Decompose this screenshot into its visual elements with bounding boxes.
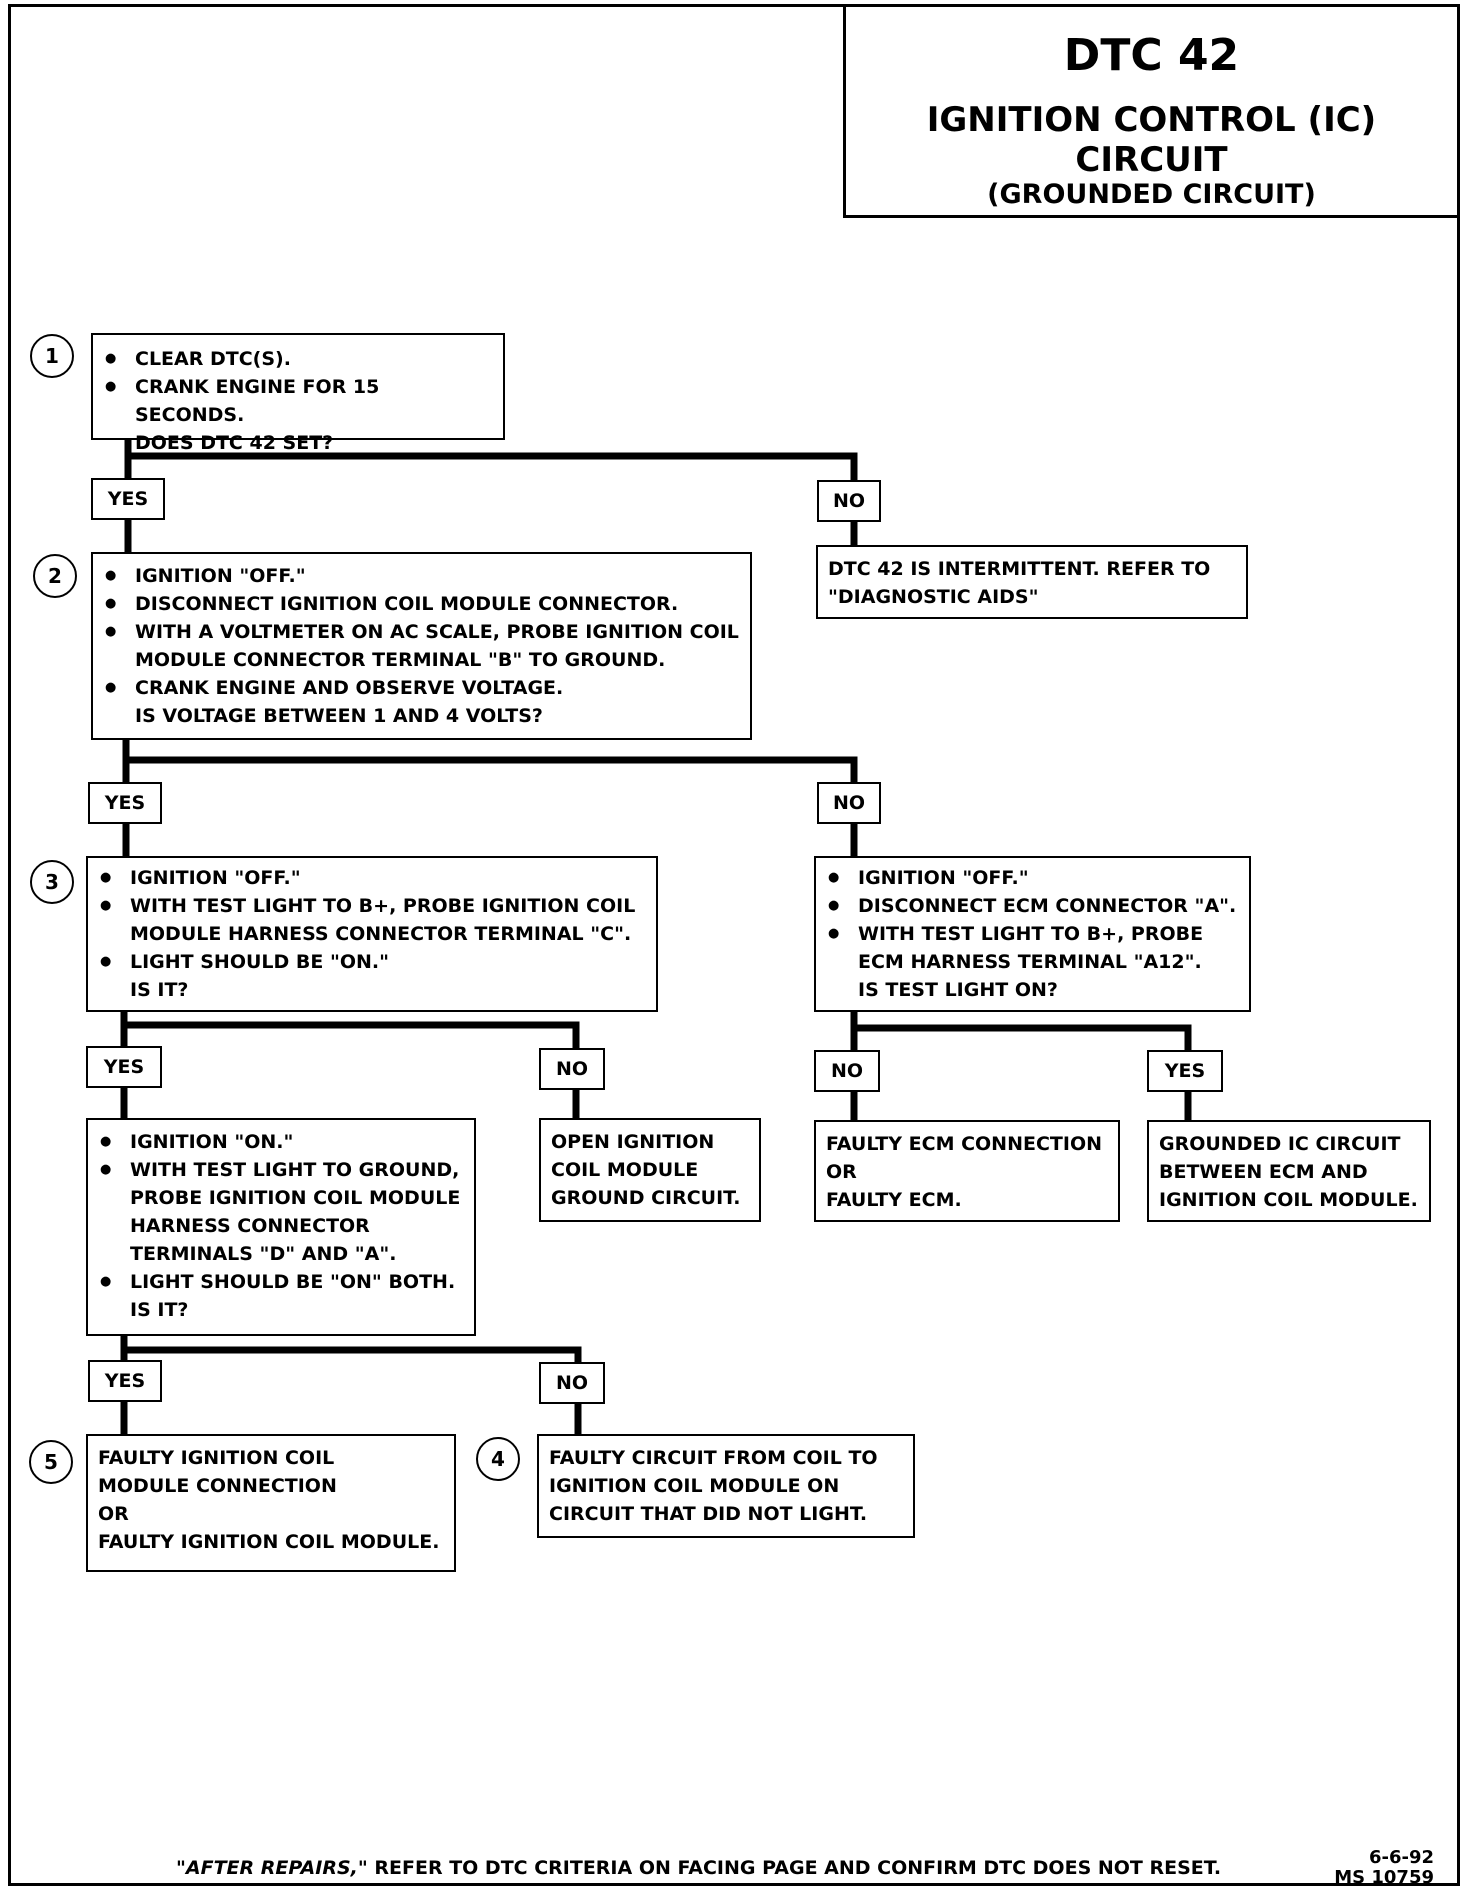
step-2-box: IGNITION "OFF." DISCONNECT IGNITION COIL…	[91, 552, 752, 740]
step-number-1: 1	[30, 334, 74, 378]
step-number-2: 2	[33, 554, 77, 598]
step-1-box: CLEAR DTC(s). CRANK ENGINE FOR 15 SECOND…	[91, 333, 505, 454]
step-number-5: 5	[29, 1440, 73, 1484]
s1-no-result-box: DTC 42 IS INTERMITTENT. REFER TO "DIAGNO…	[816, 545, 1248, 619]
s2-no-label: NO	[817, 782, 881, 824]
connector-s2-no	[122, 756, 858, 786]
ecm-check-bullet: DISCONNECT ECM CONNECTOR "A".	[824, 892, 1241, 920]
step-4-text: FAULTY CIRCUIT FROM COIL TO IGNITION COI…	[549, 1447, 878, 1525]
ecm-no-result-line: FAULTY ECM CONNECTION	[826, 1133, 1102, 1155]
s3-no-result-box: OPEN IGNITION COIL MODULE GROUND CIRCUIT…	[539, 1118, 761, 1222]
step-2-bullet: CRANK ENGINE AND OBSERVE VOLTAGE.	[101, 674, 740, 702]
connector-ecm-yes	[850, 1024, 1192, 1054]
page-frame	[8, 4, 1460, 1886]
ecm-check-question: IS TEST LIGHT ON?	[858, 979, 1058, 1001]
step-4-box: FAULTY CIRCUIT FROM COIL TO IGNITION COI…	[537, 1434, 915, 1538]
step-2-bullet: IGNITION "OFF."	[101, 562, 740, 590]
final-check-box: IGNITION "ON." WITH TEST LIGHT TO GROUND…	[86, 1118, 476, 1336]
s1-yes-label: YES	[91, 478, 165, 520]
connector-final-no	[120, 1346, 582, 1364]
step-3-bullet: LIGHT SHOULD BE "ON."	[96, 948, 646, 976]
step-5-line: MODULE CONNECTION	[98, 1475, 337, 1497]
final-check-bullet: WITH TEST LIGHT TO GROUND, PROBE IGNITIO…	[96, 1156, 466, 1268]
step-3-bullet: WITH TEST LIGHT TO B+, PROBE IGNITION CO…	[96, 892, 646, 948]
ecm-no-result-line: FAULTY ECM.	[826, 1189, 962, 1211]
ecm-check-bullet: IGNITION "OFF."	[824, 864, 1241, 892]
s2-yes-label: YES	[88, 782, 162, 824]
s3-no-result-text: OPEN IGNITION COIL MODULE GROUND CIRCUIT…	[551, 1131, 741, 1209]
ecm-no-label: NO	[814, 1050, 880, 1092]
connector-s3-no	[120, 1021, 580, 1050]
footer-note-text: REFER TO DTC CRITERIA ON FACING PAGE AND…	[367, 1857, 1222, 1879]
s1-no-result-text: DTC 42 IS INTERMITTENT. REFER TO "DIAGNO…	[828, 558, 1211, 608]
step-5-line: FAULTY IGNITION COIL	[98, 1447, 335, 1469]
step-5-line: OR	[98, 1503, 129, 1525]
step-2-bullet: WITH A VOLTMETER ON AC SCALE, PROBE IGNI…	[101, 618, 740, 674]
step-3-bullet: IGNITION "OFF."	[96, 864, 646, 892]
ecm-no-result-box: FAULTY ECM CONNECTION OR FAULTY ECM.	[814, 1120, 1120, 1222]
final-check-bullet: LIGHT SHOULD BE "ON" BOTH.	[96, 1268, 466, 1296]
dtc-code: DTC 42	[1063, 30, 1240, 81]
step-3-question: IS IT?	[130, 979, 189, 1001]
footer-reference: 6-6-92 MS 10759	[1334, 1848, 1434, 1888]
step-1-question: DOES DTC 42 SET?	[135, 432, 334, 454]
s3-no-label: NO	[539, 1048, 605, 1090]
s1-no-label: NO	[817, 480, 881, 522]
ecm-yes-result-text: GROUNDED IC CIRCUIT BETWEEN ECM AND IGNI…	[1159, 1133, 1418, 1211]
step-number-4: 4	[476, 1437, 520, 1481]
step-5-line: FAULTY IGNITION COIL MODULE.	[98, 1531, 440, 1553]
step-5-box: FAULTY IGNITION COIL MODULE CONNECTION O…	[86, 1434, 456, 1572]
final-check-bullet: IGNITION "ON."	[96, 1128, 466, 1156]
ecm-yes-result-box: GROUNDED IC CIRCUIT BETWEEN ECM AND IGNI…	[1147, 1120, 1431, 1222]
step-2-bullet: DISCONNECT IGNITION COIL MODULE CONNECTO…	[101, 590, 740, 618]
ecm-yes-label: YES	[1147, 1050, 1223, 1092]
step-1-bullet: CRANK ENGINE FOR 15 SECONDS.	[101, 373, 495, 429]
ecm-check-box: IGNITION "OFF." DISCONNECT ECM CONNECTOR…	[814, 856, 1251, 1012]
final-yes-label: YES	[88, 1360, 162, 1402]
step-3-box: IGNITION "OFF." WITH TEST LIGHT TO B+, P…	[86, 856, 658, 1012]
final-check-question: IS IT?	[130, 1299, 189, 1321]
ecm-no-result-line: OR	[826, 1161, 857, 1183]
step-number-3: 3	[30, 860, 74, 904]
footer-note-emphasis: "AFTER REPAIRS,"	[176, 1857, 368, 1879]
title-block: DTC 42 IGNITION CONTROL (IC) CIRCUIT (GR…	[843, 4, 1460, 218]
dtc-subtitle: (GROUNDED CIRCUIT)	[987, 179, 1316, 210]
footer-date: 6-6-92	[1368, 1847, 1434, 1868]
connector-s1-no	[124, 452, 858, 482]
s3-yes-label: YES	[86, 1046, 162, 1088]
footer-code: MS 10759	[1334, 1867, 1434, 1888]
step-1-bullet: CLEAR DTC(s).	[101, 345, 495, 373]
final-no-label: NO	[539, 1362, 605, 1404]
step-2-question: IS VOLTAGE BETWEEN 1 AND 4 VOLTS?	[135, 705, 543, 727]
dtc-name: IGNITION CONTROL (IC) CIRCUIT	[926, 100, 1377, 180]
footer-note: "AFTER REPAIRS," REFER TO DTC CRITERIA O…	[176, 1857, 1221, 1879]
ecm-check-bullet: WITH TEST LIGHT TO B+, PROBE ECM HARNESS…	[824, 920, 1241, 976]
